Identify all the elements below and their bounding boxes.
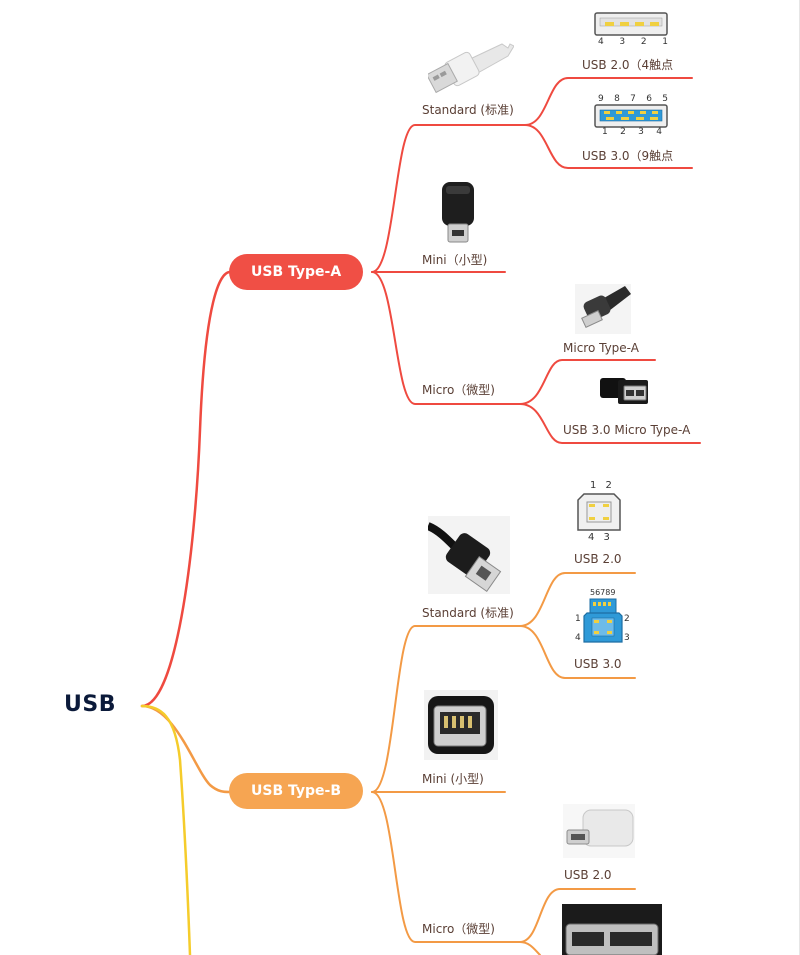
pin-number: 8 xyxy=(614,94,620,104)
usb-30-micro-a-plug-image xyxy=(600,378,648,404)
type-b-micro-label[interactable]: Micro（微型) xyxy=(422,922,495,936)
usb-micro-a-plug-image xyxy=(575,284,631,334)
type-a-standard-label[interactable]: Standard (标准) xyxy=(422,103,514,117)
pin-number: 5 xyxy=(662,94,668,104)
pin-number: 4 xyxy=(656,127,662,137)
type-a-node[interactable]: USB Type-A xyxy=(229,254,364,290)
pin-number: 2 xyxy=(640,37,647,47)
usb-b-micro-30-plug-image xyxy=(562,904,662,955)
type-b-usb30-label[interactable]: USB 3.0 xyxy=(574,657,622,671)
type-b-standard-label[interactable]: Standard (标准) xyxy=(422,606,514,620)
usb-b-20-pin-top: 1 2 xyxy=(590,480,615,491)
type-b-usb20-label[interactable]: USB 2.0 xyxy=(574,552,622,566)
usb-b-30-pin-right-3: 3 xyxy=(624,633,630,643)
type-b-node[interactable]: USB Type-B xyxy=(229,773,364,809)
usb-a-standard-plug-image xyxy=(428,43,514,94)
type-b-micro-usb20-label[interactable]: USB 2.0 xyxy=(564,868,612,882)
usb-b-mini-plug-image xyxy=(424,690,498,760)
usb-b-standard-plug-image xyxy=(428,516,510,594)
pin-number: 6 xyxy=(646,94,652,104)
usb-b-30-pin-left-1: 1 xyxy=(575,614,581,624)
type-a-mini-label[interactable]: Mini（小型) xyxy=(422,253,488,267)
usb-a-20-pin-numbers: 4 3 2 1 xyxy=(598,37,668,47)
pin-number: 2 xyxy=(620,127,626,137)
type-a-micro-label[interactable]: Micro（微型) xyxy=(422,383,495,397)
type-a-usb30-micro-label[interactable]: USB 3.0 Micro Type-A xyxy=(563,423,691,437)
usb-b-30-pinout-icon xyxy=(583,598,623,643)
type-a-usb30-label[interactable]: USB 3.0（9触点 xyxy=(582,149,674,163)
type-b-mini-label[interactable]: Mini (小型) xyxy=(422,772,484,786)
pin-number: 4 xyxy=(598,37,604,47)
usb-b-20-pinout-icon xyxy=(577,493,621,531)
pin-number: 3 xyxy=(638,127,644,137)
usb-b-20-pin-bottom: 4 3 xyxy=(588,532,613,543)
usb-b-micro-20-plug-image xyxy=(563,804,635,858)
usb-b-30-pin-top: 56789 xyxy=(590,588,616,597)
usb-b-30-pin-left-4: 4 xyxy=(575,633,581,643)
root-node-usb[interactable]: USB xyxy=(64,692,116,717)
pin-number: 9 xyxy=(598,94,604,104)
usb-a-30-pinout-icon xyxy=(594,104,668,128)
usb-a-30-pin-numbers-top: 9 8 7 6 5 xyxy=(598,94,668,104)
type-a-usb20-label[interactable]: USB 2.0（4触点 xyxy=(582,58,674,72)
usb-a-mini-plug-image xyxy=(442,182,474,243)
usb-a-30-pin-numbers-bottom: 1 2 3 4 xyxy=(602,127,662,137)
pin-number: 7 xyxy=(630,94,636,104)
type-a-micro-a-label[interactable]: Micro Type-A xyxy=(563,341,639,355)
pin-number: 1 xyxy=(662,37,668,47)
usb-b-30-pin-right-2: 2 xyxy=(624,614,630,624)
usb-a-20-pinout-icon xyxy=(594,12,668,36)
pin-number: 3 xyxy=(619,37,626,47)
pin-number: 1 xyxy=(602,127,608,137)
